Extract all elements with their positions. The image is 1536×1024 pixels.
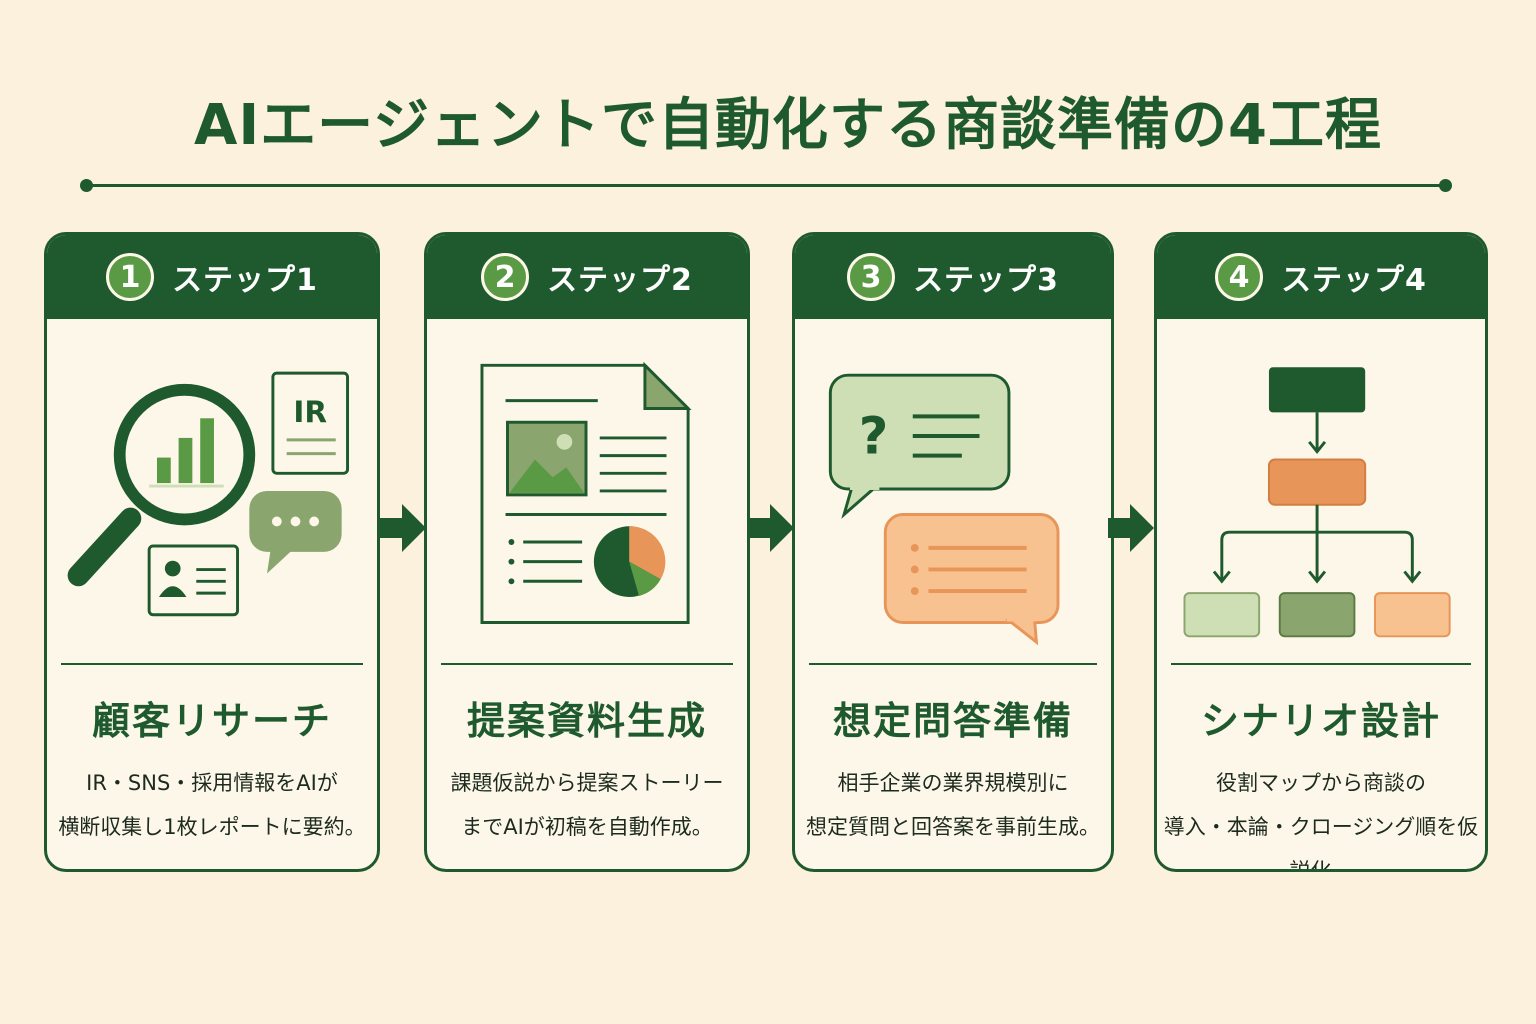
step-header: 3 ステップ3: [795, 235, 1111, 319]
step-card-2: 2 ステップ2 提案資料生成 課題仮説から提案ストーリー までAIが初稿を自動作…: [424, 232, 750, 872]
step-label: ステップ2: [547, 263, 693, 298]
arrow-right-icon: [748, 504, 794, 552]
step-label: ステップ1: [172, 263, 318, 298]
step-label: ステップ3: [913, 263, 1059, 298]
step-title: 顧客リサーチ: [91, 699, 332, 743]
image-icon: [506, 420, 588, 497]
step-number-badge: 3: [847, 253, 896, 301]
step-card-3: 3 ステップ3 ? 想定問答準備 相手企業の業界規模別に 想定質問と回答案を事前…: [792, 232, 1114, 872]
question-mark: ?: [859, 408, 889, 467]
arrow-right-icon: [1108, 504, 1154, 552]
step-description: IR・SNS・採用情報をAIが 横断収集し1枚レポートに要約。: [58, 771, 366, 839]
magnifier-chart-icon: [67, 383, 256, 587]
step-number-badge: 4: [1215, 253, 1264, 301]
chat-bubble-icon: [249, 490, 342, 574]
ir-text: IR: [293, 395, 327, 429]
pie-chart-icon: [593, 526, 666, 597]
proposal-illustration: [480, 361, 692, 624]
step-description: 課題仮説から提案ストーリー までAIが初稿を自動作成。: [450, 771, 724, 839]
arrow-right-icon: [380, 504, 426, 552]
step-description: 相手企業の業界規模別に 想定質問と回答案を事前生成。: [806, 771, 1100, 839]
card-divider: [809, 663, 1097, 665]
page-title: AIエージェントで自動化する商談準備の4工程: [193, 93, 1383, 158]
question-bubble-icon: ?: [828, 373, 1011, 519]
step-card-4: 4 ステップ4 シナリオ設計 役割マップから商談の 導入・本論・クロージング順を…: [1154, 232, 1488, 872]
step-header: 4 ステップ4: [1157, 235, 1485, 319]
flowchart-icon: [1183, 367, 1451, 638]
answer-bubble-icon: [883, 513, 1060, 646]
step-description: 役割マップから商談の 導入・本論・クロージング順を仮説化。: [1163, 771, 1479, 872]
step-title: 提案資料生成: [466, 699, 707, 743]
step-number-badge: 2: [481, 253, 530, 301]
qa-illustration: ?: [828, 373, 1060, 646]
step-card-1: 1 ステップ1 IR: [44, 232, 380, 872]
step-header: 2 ステップ2: [427, 235, 747, 319]
research-illustration: IR: [67, 371, 350, 617]
step-title: シナリオ設計: [1200, 699, 1441, 743]
card-divider: [61, 663, 363, 665]
title-underline: [80, 179, 1452, 192]
card-divider: [441, 663, 733, 665]
step-header: 1 ステップ1: [47, 235, 377, 319]
step-label: ステップ4: [1281, 263, 1427, 298]
ir-document-icon: IR: [271, 371, 350, 475]
card-divider: [1171, 663, 1471, 665]
step-title: 想定問答準備: [832, 699, 1073, 743]
step-number-badge: 1: [106, 253, 155, 301]
profile-card-icon: [147, 544, 240, 617]
